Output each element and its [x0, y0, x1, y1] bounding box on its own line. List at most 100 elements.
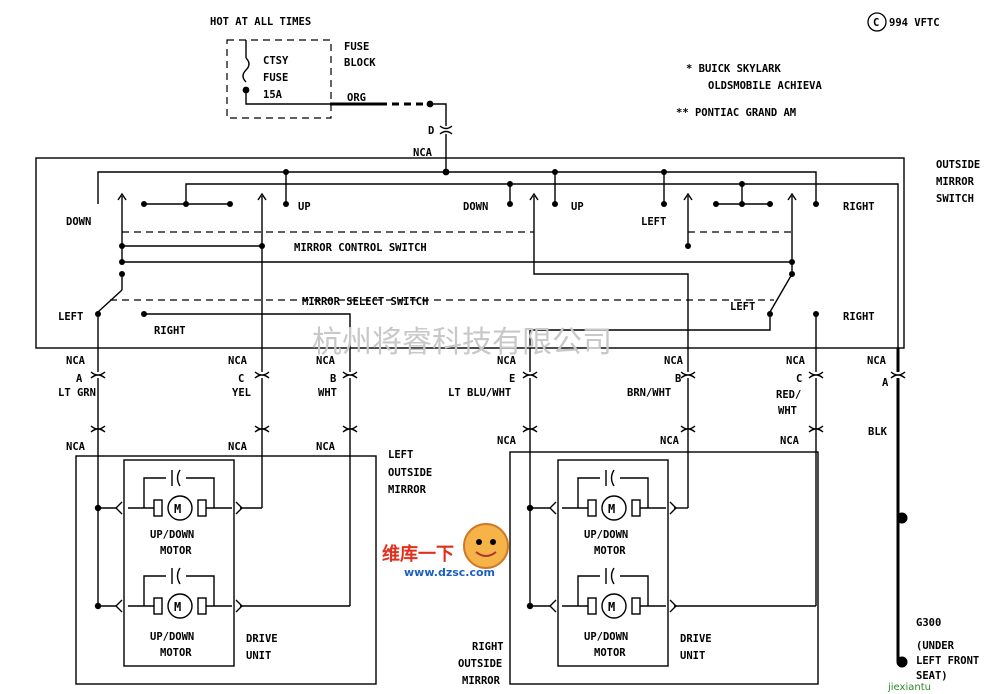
conn6-pin: C	[796, 373, 802, 385]
contact-2c	[767, 201, 773, 207]
ground-name: G300	[916, 617, 941, 629]
right-motor-a-label2: MOTOR	[594, 545, 626, 557]
note-star1b: OLDSMOBILE ACHIEVA	[708, 80, 822, 92]
contact-right1	[813, 201, 819, 207]
contact-1a	[141, 201, 147, 207]
contact-1c	[227, 201, 233, 207]
switch-title3: SWITCH	[936, 193, 974, 205]
select-node-left	[119, 271, 125, 277]
left-motor-b-label1: UP/DOWN	[150, 631, 194, 643]
contact-up1	[283, 201, 289, 207]
note-star2: ** PONTIAC GRAND AM	[676, 107, 796, 119]
fuse-line1: CTSY	[263, 55, 289, 67]
contact-up2	[552, 201, 558, 207]
conn7-pin: A	[882, 377, 889, 389]
fuse-block-label1: FUSE	[344, 41, 369, 53]
right-motor-a	[530, 469, 688, 521]
bus-second	[185, 183, 899, 348]
conn6-wire: RED/	[776, 389, 801, 401]
label-left-sel2: LEFT	[730, 301, 755, 313]
conn2-pin: C	[238, 373, 244, 385]
label-right-sel: RIGHT	[154, 325, 186, 337]
copyright-circle	[867, 12, 887, 32]
right-motor-b-label2: MOTOR	[594, 647, 626, 659]
conn4-pin: E	[509, 373, 515, 385]
conn5-pin: B	[675, 373, 681, 385]
label-select: MIRROR SELECT SWITCH	[302, 296, 428, 308]
label-right1: RIGHT	[843, 201, 875, 213]
left-drive1: DRIVE	[246, 633, 278, 645]
right-mirror-box	[509, 451, 819, 685]
conn4-nca: NCA	[497, 355, 517, 367]
label-down1: DOWN	[66, 216, 91, 228]
common-node-right	[789, 259, 795, 265]
dzsc-logo	[463, 523, 509, 569]
conn4-wire: LT BLU/WHT	[448, 387, 511, 399]
conn-d-label: D	[428, 125, 434, 137]
right-motor-a-label1: UP/DOWN	[584, 529, 628, 541]
ground-line3: SEAT)	[916, 670, 948, 682]
arm4-node	[685, 243, 691, 249]
right-node-b	[526, 602, 534, 610]
logo-text2: www.dzsc.com	[404, 566, 495, 579]
left-mirror-title1: LEFT	[388, 449, 413, 461]
arm3-route	[533, 214, 689, 348]
fuse-block-label2: BLOCK	[344, 57, 376, 69]
right-node-a	[526, 504, 534, 512]
left-mirror-title3: MIRROR	[388, 484, 427, 496]
harness-wires	[97, 348, 900, 662]
lower-nca-6: NCA	[780, 435, 800, 447]
conn1-pin: A	[76, 373, 83, 385]
contact-1b	[183, 201, 189, 207]
ground-line1: (UNDER	[916, 640, 955, 652]
left-motor-b-label2: MOTOR	[160, 647, 192, 659]
logo-text1: 维库一下	[382, 543, 454, 565]
fuse-line3: 15A	[263, 89, 283, 101]
select-blade-right	[769, 273, 793, 313]
lower-nca-5: NCA	[660, 435, 680, 447]
label-up1: UP	[298, 201, 311, 213]
label-down2: DOWN	[463, 201, 488, 213]
switch-title1: OUTSIDE	[936, 159, 980, 171]
conn3-wire: WHT	[318, 387, 337, 399]
outside-mirror-switch-box	[35, 157, 905, 349]
label-control: MIRROR CONTROL SWITCH	[294, 242, 427, 254]
right-motor-b	[530, 567, 816, 619]
right-mirror-title1: RIGHT	[472, 641, 504, 653]
left-drive2: UNIT	[246, 650, 271, 662]
label-left-sel: LEFT	[58, 311, 83, 323]
control-switch-arms	[117, 192, 797, 214]
conn3-nca: NCA	[316, 355, 336, 367]
org-wire-label: ORG	[347, 92, 366, 104]
fuse-block-outline	[226, 39, 332, 119]
logo-text3: jiexiantu	[887, 682, 931, 693]
right-select-route	[144, 313, 351, 348]
conn5-wire: BRN/WHT	[627, 387, 671, 399]
switch-title2: MIRROR	[936, 176, 975, 188]
conn1-nca: NCA	[66, 355, 86, 367]
hot-label: HOT AT ALL TIMES	[210, 16, 311, 28]
copyright-text: 994 VFTC	[889, 17, 940, 29]
right-motor-b-m: M	[608, 600, 615, 614]
left-drive-unit-box	[123, 459, 235, 667]
left-motor-a-label2: MOTOR	[160, 545, 192, 557]
ground-line2: LEFT FRONT	[916, 655, 979, 667]
right-motor-a-m: M	[608, 502, 615, 516]
right-drive1: DRIVE	[680, 633, 712, 645]
conn6-nca: NCA	[786, 355, 806, 367]
left-mirror-box	[75, 455, 377, 685]
right-motor-b-label1: UP/DOWN	[584, 631, 628, 643]
left-motor-a-label1: UP/DOWN	[150, 529, 194, 541]
watermark-company: 杭州将睿科技有限公司	[312, 325, 612, 360]
lower-connectors	[90, 425, 824, 433]
left2-select-route	[529, 314, 771, 348]
conn7-nca: NCA	[867, 355, 887, 367]
conn3-pin: B	[330, 373, 336, 385]
left-motor-b	[98, 567, 350, 619]
left-motor-a-m: M	[174, 502, 181, 516]
right-drive2: UNIT	[680, 650, 705, 662]
copyright-symbol: C	[873, 17, 879, 29]
left-node-a	[94, 504, 102, 512]
lower-nca-1: NCA	[66, 441, 86, 453]
